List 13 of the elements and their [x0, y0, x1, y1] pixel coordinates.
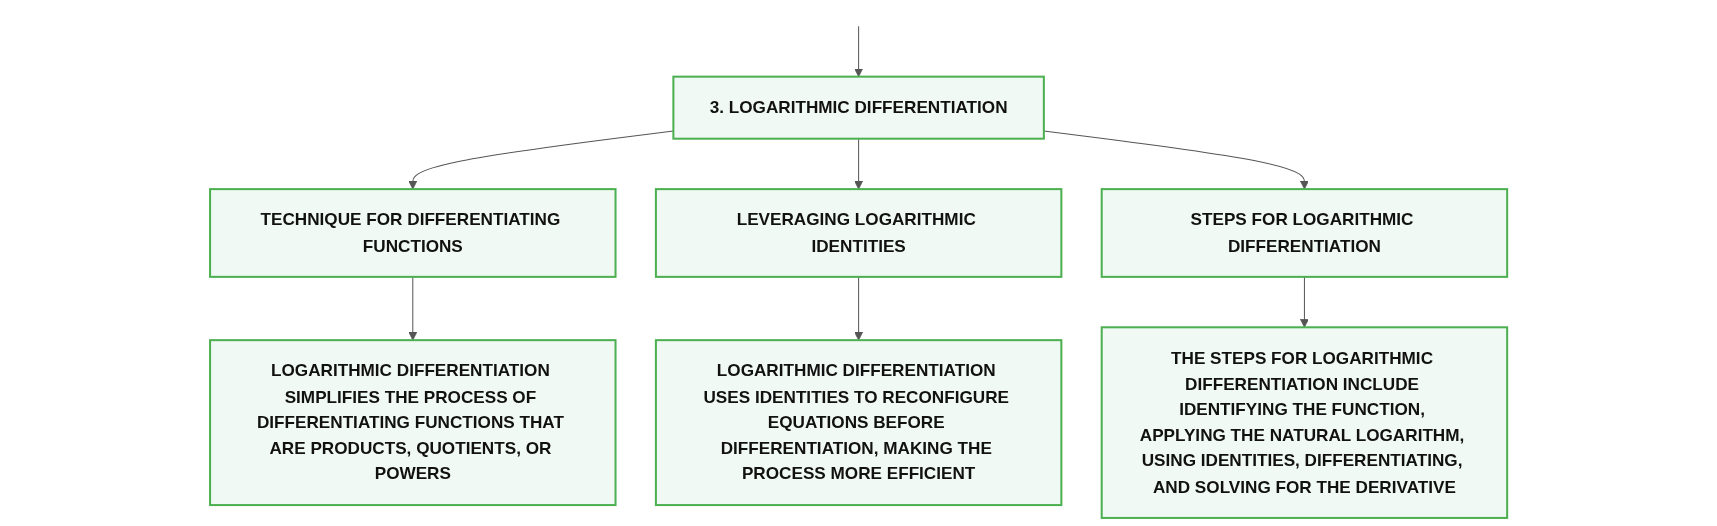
node-box: 3. LOGARITHMIC DIFFERENTIATION [672, 75, 1045, 140]
node-box: TECHNIQUE FOR DIFFERENTIATING FUNCTIONS [208, 188, 617, 278]
node-box: STEPS FOR LOGARITHMIC DIFFERENTIATION [1100, 188, 1509, 278]
node-box: LOGARITHMIC DIFFERENTIATION USES IDENTITIES TO RECONFIGURE EQUATIONS BEFORE DIFFERENTIATION, MAKING THE PROCESS MORE EFFICIENT [654, 339, 1063, 507]
arrow [1043, 130, 1309, 190]
arrow [854, 276, 863, 341]
node-box: THE STEPS FOR LOGARITHMIC DIFFERENTIATION INCLUDE IDENTIFYING THE FUNCTION, APPLYING THE NATURAL LOGARITHM, USING IDENTITIES, DIFFERENTIATING, AND SOLVING FOR THE DERIVATIVE [1100, 326, 1509, 519]
arrow [1299, 276, 1309, 328]
node-box: LOGARITHMIC DIFFERENTIATION SIMPLIFIES THE PROCESS OF DIFFERENTIATING FUNCTIONS THAT ARE PRODUCTS, QUOTIENTS, OR POWERS [208, 339, 617, 507]
arrow [408, 130, 674, 190]
arrow [854, 138, 863, 190]
node-box: LEVERAGING LOGARITHMIC IDENTITIES [654, 188, 1063, 278]
arrow [408, 276, 418, 341]
